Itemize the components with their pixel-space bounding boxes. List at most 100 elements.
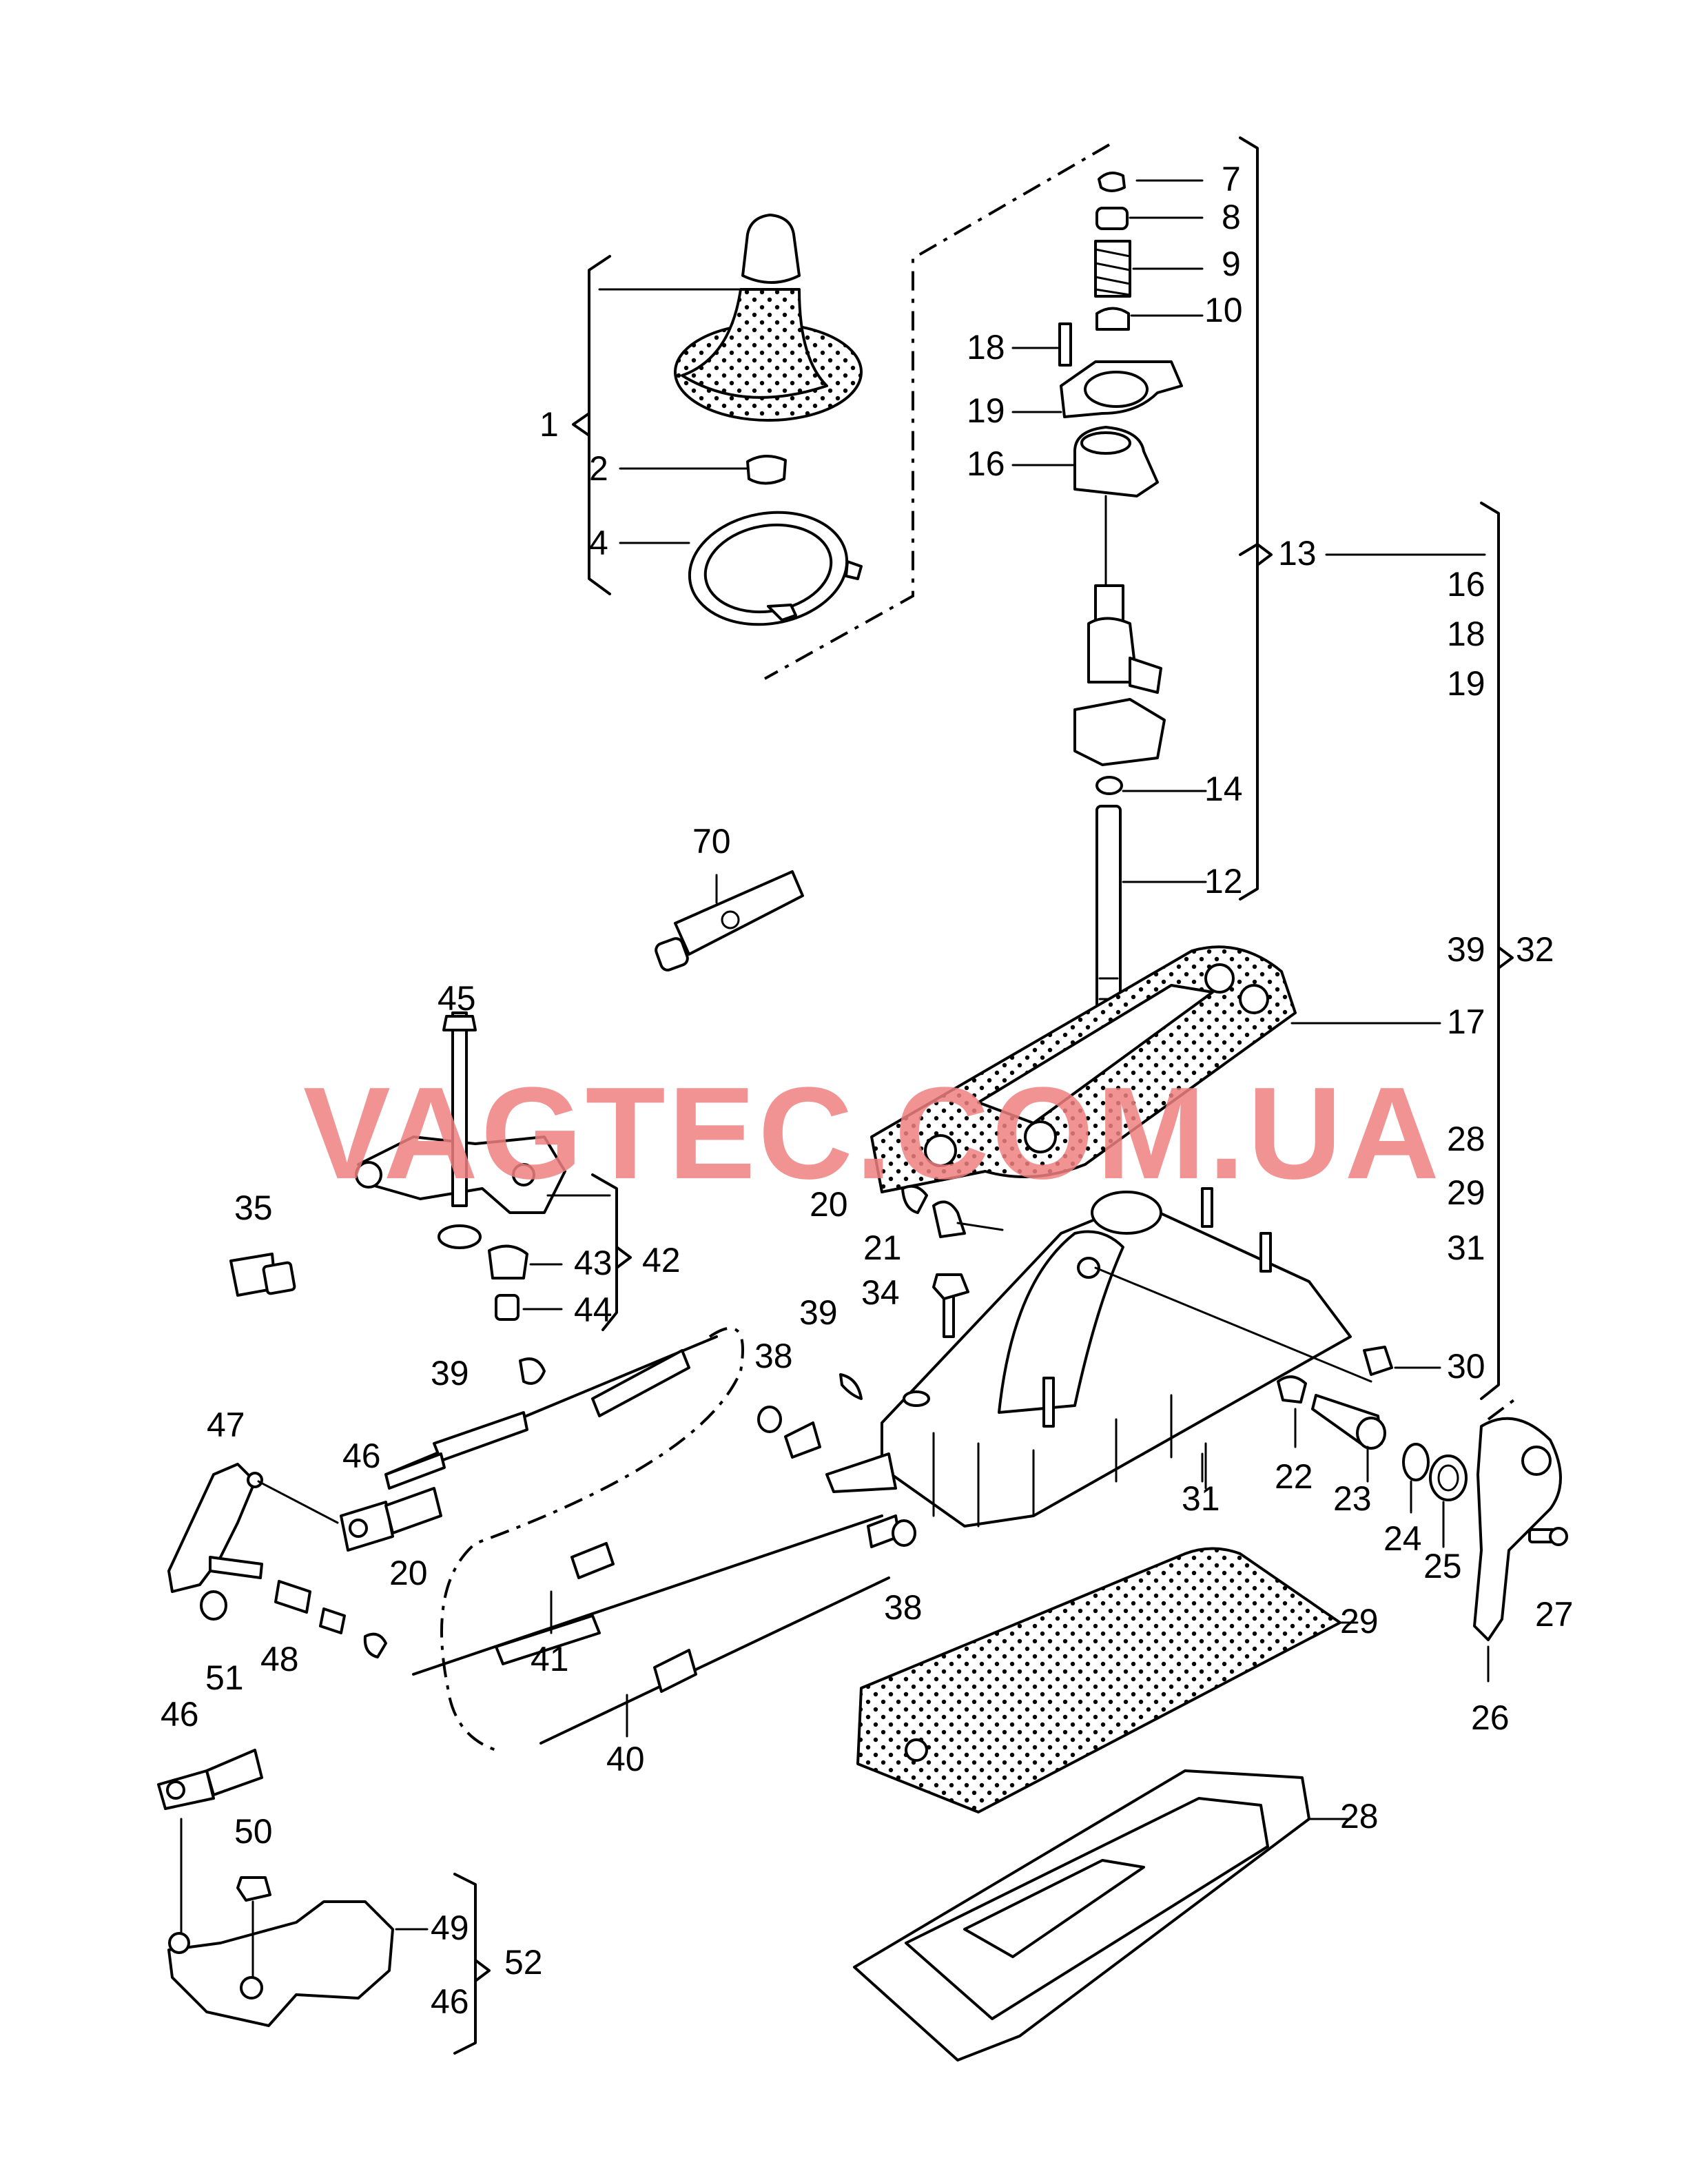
- part-label-17: 17: [1447, 1003, 1485, 1041]
- gearbox-bracket: [167, 1818, 429, 2027]
- circlip: [1098, 172, 1126, 192]
- bush: [1095, 207, 1129, 230]
- part-label-14: 14: [1204, 770, 1243, 808]
- part-label-50: 50: [234, 1812, 273, 1851]
- part-label-46-sub: 46: [431, 1982, 469, 2021]
- studs: [943, 1187, 1272, 1428]
- ring-14: [1095, 776, 1123, 795]
- gear-knob-assembly: [572, 214, 863, 626]
- part-label-38-top: 38: [754, 1337, 793, 1375]
- washer-24: [1402, 1443, 1430, 1481]
- part-label-22: 22: [1275, 1457, 1313, 1496]
- part-labels: 1 2 4 7 8 9 10 18 19 16 13 16 18 19 14 1…: [161, 160, 1574, 2021]
- part-label-35: 35: [234, 1189, 273, 1227]
- shift-housing: [825, 1191, 1372, 1528]
- clip-39-left: [519, 1357, 546, 1385]
- part-label-9: 9: [1222, 245, 1241, 283]
- part-label-25: 25: [1423, 1547, 1462, 1585]
- ball-socket-46-top: [340, 1487, 442, 1552]
- part-label-12: 12: [1204, 862, 1243, 901]
- part-label-1: 1: [539, 405, 559, 444]
- part-label-38-bottom: 38: [884, 1588, 923, 1627]
- part-label-16: 16: [967, 444, 1005, 483]
- part-label-47: 47: [207, 1406, 245, 1444]
- part-label-31: 31: [1182, 1479, 1220, 1518]
- clip-35: [229, 1253, 296, 1297]
- thrust-piece: [1095, 307, 1130, 331]
- part-label-42: 42: [642, 1241, 681, 1279]
- bush-22: [1277, 1375, 1307, 1404]
- part-label-19: 19: [967, 391, 1005, 430]
- part-label-44: 44: [574, 1291, 613, 1329]
- part-label-34: 34: [861, 1273, 900, 1312]
- part-label-29-sub: 29: [1447, 1173, 1485, 1212]
- part-label-10: 10: [1204, 291, 1243, 329]
- nut-30: [1363, 1346, 1393, 1376]
- lever-47: [167, 1463, 339, 1593]
- part-label-52: 52: [504, 1943, 543, 1982]
- plate-19: [1060, 360, 1183, 418]
- part-label-39-sub: 39: [1447, 930, 1485, 969]
- clamp-ring: [746, 455, 787, 485]
- part-label-49: 49: [431, 1909, 469, 1947]
- bolt-27: [1528, 1527, 1568, 1546]
- part-label-20: 20: [810, 1185, 848, 1224]
- pin-21: [932, 1200, 1004, 1238]
- part-label-29: 29: [1340, 1602, 1379, 1641]
- gearshift-cables: [384, 1326, 901, 1751]
- part-label-39-mid: 39: [799, 1293, 838, 1332]
- grease-tube: [655, 870, 804, 972]
- part-label-19-sub: 19: [1447, 664, 1485, 703]
- part-label-40: 40: [606, 1740, 645, 1778]
- nut-34: [932, 1273, 969, 1300]
- part-label-43: 43: [574, 1244, 613, 1282]
- pin-51: [200, 1590, 227, 1621]
- pins-48: [209, 1556, 346, 1634]
- part-label-18-sub: 18: [1447, 615, 1485, 653]
- clip-20-left: [363, 1632, 387, 1658]
- part-label-24: 24: [1383, 1519, 1422, 1558]
- gear-knob: [674, 214, 863, 422]
- part-label-28-sub: 28: [1447, 1120, 1485, 1158]
- spring-25: [1429, 1454, 1468, 1501]
- gasket: [870, 945, 1441, 1193]
- part-label-20-left: 20: [389, 1554, 428, 1592]
- mat: [856, 1547, 1359, 1813]
- part-label-16-sub: 16: [1447, 565, 1485, 604]
- washer-38-top: [757, 1406, 782, 1433]
- part-label-2: 2: [589, 449, 608, 488]
- spring: [1094, 240, 1131, 298]
- part-label-28: 28: [1340, 1797, 1379, 1836]
- part-label-41: 41: [531, 1640, 569, 1678]
- clip-39-mid: [839, 1373, 863, 1400]
- bracket-assembly-42: [355, 1011, 632, 1331]
- part-label-23: 23: [1333, 1479, 1372, 1518]
- part-label-7: 7: [1222, 160, 1241, 198]
- bolt-23: [1311, 1394, 1386, 1450]
- part-label-70: 70: [692, 822, 731, 861]
- part-label-51: 51: [205, 1658, 244, 1697]
- part-label-31-sub: 31: [1447, 1229, 1485, 1267]
- washer-38-bottom: [892, 1519, 916, 1547]
- clip-20-top: [901, 1184, 928, 1214]
- selector-housing: [1073, 584, 1166, 766]
- part-label-21: 21: [863, 1229, 902, 1267]
- part-label-46-bottom: 46: [161, 1695, 199, 1734]
- part-label-27: 27: [1535, 1595, 1574, 1634]
- part-label-18: 18: [967, 328, 1005, 367]
- part-label-26: 26: [1471, 1698, 1510, 1737]
- frame-ring: [688, 511, 863, 626]
- part-label-13: 13: [1278, 534, 1317, 573]
- part-label-39-left: 39: [431, 1354, 469, 1392]
- bolt-18: [1058, 322, 1072, 367]
- part-label-45: 45: [438, 979, 476, 1018]
- insulation-pad: [853, 1769, 1352, 2062]
- part-label-48: 48: [260, 1640, 299, 1678]
- part-label-8: 8: [1222, 198, 1241, 236]
- part-label-46-top: 46: [342, 1437, 381, 1475]
- ball-socket-46-bottom: [157, 1749, 263, 1810]
- watermark: VAGTEC.COM.UA: [303, 1060, 1442, 1206]
- part-label-30: 30: [1447, 1347, 1485, 1386]
